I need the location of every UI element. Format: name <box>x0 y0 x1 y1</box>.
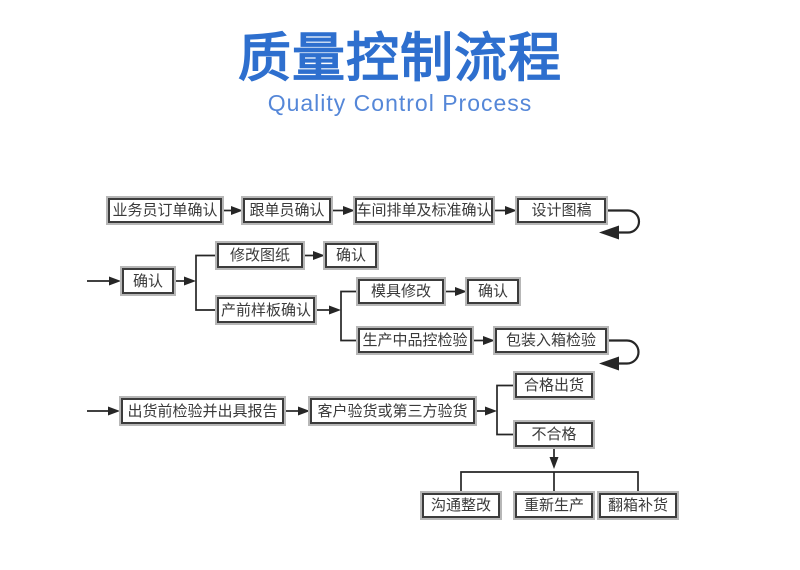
node-salesman-order-confirm: 业务员订单确认 <box>106 196 224 225</box>
branch-presample-to-mold-and-qc <box>340 290 358 342</box>
node-mold-modify: 模具修改 <box>356 277 446 306</box>
node-production-qc: 生产中品控检验 <box>356 326 474 355</box>
branch-customer-to-qualified-and-unqualified <box>496 384 515 436</box>
node-packing-inspection: 包装入箱检验 <box>493 326 609 355</box>
node-confirm-design: 确认 <box>120 266 176 296</box>
node-reproduce: 重新生产 <box>513 491 595 520</box>
node-qualified-shipment: 合格出货 <box>513 371 595 400</box>
node-presample-confirm: 产前样板确认 <box>215 295 317 325</box>
node-unqualified: 不合格 <box>513 420 595 449</box>
loop-arrow-design-to-next-row <box>599 209 641 240</box>
node-revise-drawing: 修改图纸 <box>215 241 305 270</box>
branch-confirm-to-revise-and-presample <box>195 254 217 311</box>
node-merchandiser-confirm: 跟单员确认 <box>241 196 333 225</box>
node-repack-replenish: 翻箱补货 <box>597 491 679 520</box>
node-confirm-revision: 确认 <box>323 241 379 270</box>
node-design-draft: 设计图稿 <box>515 196 608 225</box>
node-preshipment-report: 出货前检验并出具报告 <box>119 396 286 426</box>
loop-arrow-packing-to-next-row <box>599 339 640 371</box>
node-confirm-mold: 确认 <box>465 277 521 306</box>
page-title: 质量控制流程 <box>238 29 562 88</box>
node-workshop-standard-confirm: 车间排单及标准确认 <box>353 196 495 225</box>
node-communicate-rectify: 沟通整改 <box>420 491 502 520</box>
page-subtitle: Quality Control Process <box>267 90 533 116</box>
node-customer-thirdparty-inspection: 客户验货或第三方验货 <box>308 396 477 426</box>
tree-unqualified-to-actions <box>460 471 639 493</box>
